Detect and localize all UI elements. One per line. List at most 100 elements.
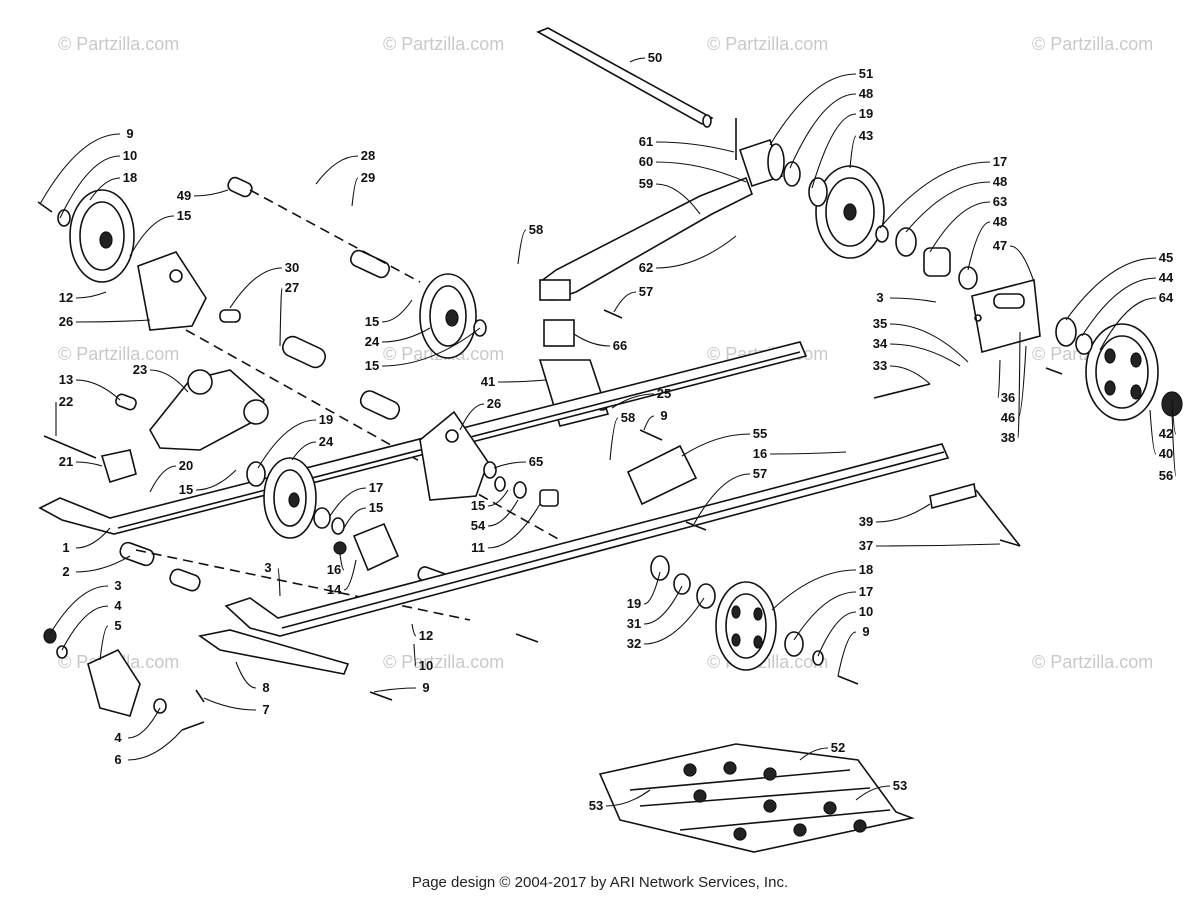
callout-leader-line (629, 57, 646, 63)
part-callout: 48 (993, 174, 1007, 189)
part-callout: 31 (627, 616, 641, 631)
callout-leader-line (487, 503, 541, 549)
watermark-group: © Partzilla.com © Partzilla.com © Partzi… (58, 34, 1153, 672)
part-callout: 25 (657, 386, 671, 401)
center-small-parts (483, 461, 559, 507)
stop-block (100, 449, 137, 483)
rear-axle-shaft (536, 27, 714, 128)
callout-leader-line (889, 323, 969, 363)
part-callout: 44 (1159, 270, 1174, 285)
part-callout: 43 (859, 128, 873, 143)
part-callout: 4 (114, 598, 122, 613)
part-callout: 50 (648, 50, 662, 65)
callout-leader-line (235, 661, 257, 689)
callout-leader-line (811, 113, 857, 189)
part-callout: 6 (114, 752, 121, 767)
part-callout: 9 (126, 126, 133, 141)
callout-leader-line (229, 267, 283, 309)
callout-leader-line (875, 543, 1001, 547)
callout-leader-line (967, 221, 991, 271)
callout-leader-line (493, 461, 527, 469)
callout-leader-line (497, 379, 547, 383)
callout-leader-line (127, 729, 183, 761)
callout-leader-line (149, 465, 177, 493)
part-callout: 19 (627, 596, 641, 611)
part-callout: 12 (419, 628, 433, 643)
callout-leader-line (769, 451, 847, 455)
callout-leader-line (351, 177, 359, 207)
callout-leader-line (487, 499, 519, 527)
part-callout: 60 (639, 154, 653, 169)
part-callout: 18 (859, 562, 873, 577)
part-callout: 10 (123, 148, 137, 163)
part-callout: 3 (114, 578, 121, 593)
part-callout: 10 (419, 658, 433, 673)
part-callout: 39 (859, 514, 873, 529)
callout-leader-line (855, 785, 891, 801)
suspension-illustration (37, 27, 1183, 853)
part-callout: 47 (993, 238, 1007, 253)
part-callout: 26 (59, 314, 73, 329)
part-callout: 29 (361, 170, 375, 185)
callout-leader-line (49, 585, 109, 635)
part-callout: 49 (177, 188, 191, 203)
lower-center-wheel (246, 457, 345, 539)
callout-leader-line (59, 155, 121, 219)
watermark: © Partzilla.com (58, 34, 179, 54)
part-callout: 46 (1001, 410, 1015, 425)
part-callout: 13 (59, 372, 73, 387)
watermark: © Partzilla.com (1032, 34, 1153, 54)
part-callout: 52 (831, 740, 845, 755)
part-callout: 64 (1159, 290, 1174, 305)
callout-leader-line (99, 625, 109, 661)
callout-leader-line (889, 297, 937, 303)
callout-leader-line (1009, 245, 1035, 283)
part-callout: 9 (660, 408, 667, 423)
callout-leader-line (1149, 409, 1157, 455)
part-callout: 57 (753, 466, 767, 481)
callout-leader-line (1065, 257, 1157, 321)
callout-leader-line (195, 469, 237, 491)
callout-leader-line (193, 189, 229, 197)
part-callout: 21 (59, 454, 73, 469)
part-callout: 41 (481, 374, 495, 389)
callout-leader-line (611, 393, 655, 409)
callout-leader-line (75, 527, 111, 549)
part-callout: 3 (876, 290, 883, 305)
callout-leader-line (643, 597, 705, 645)
front-arm (149, 369, 269, 451)
front-idler-wheel (57, 189, 135, 283)
part-callout: 9 (422, 680, 429, 695)
callout-leader-line (1171, 409, 1177, 477)
callout-leader-line (343, 559, 357, 591)
callout-leader-line (889, 365, 931, 385)
callout-leader-line (837, 631, 857, 677)
callout-leader-line (849, 135, 857, 169)
watermark: © Partzilla.com (58, 344, 179, 364)
callout-leader-line (343, 507, 367, 529)
part-callout: 66 (613, 338, 627, 353)
part-callout: 56 (1159, 468, 1173, 483)
callout-leader-line (291, 441, 317, 461)
watermark: © Partzilla.com (383, 652, 504, 672)
callout-leader-line (127, 707, 161, 739)
part-callout: 26 (487, 396, 501, 411)
part-callout: 15 (177, 208, 191, 223)
part-callout: 24 (319, 434, 334, 449)
part-callout: 19 (859, 106, 873, 121)
callout-leader-line (1099, 297, 1157, 351)
part-callout: 33 (873, 358, 887, 373)
part-callout: 38 (1001, 430, 1015, 445)
callout-leader-line (681, 433, 751, 457)
part-callout: 19 (319, 412, 333, 427)
part-callout: 17 (993, 154, 1007, 169)
callout-leader-line (89, 177, 121, 201)
part-callout: 34 (873, 336, 888, 351)
part-callout: 18 (123, 170, 137, 185)
callout-leader-line (1171, 399, 1177, 435)
callout-leader-line (643, 585, 683, 625)
callout-leader-line (381, 327, 481, 367)
watermark: © Partzilla.com (707, 34, 828, 54)
part-callout: 14 (327, 582, 342, 597)
